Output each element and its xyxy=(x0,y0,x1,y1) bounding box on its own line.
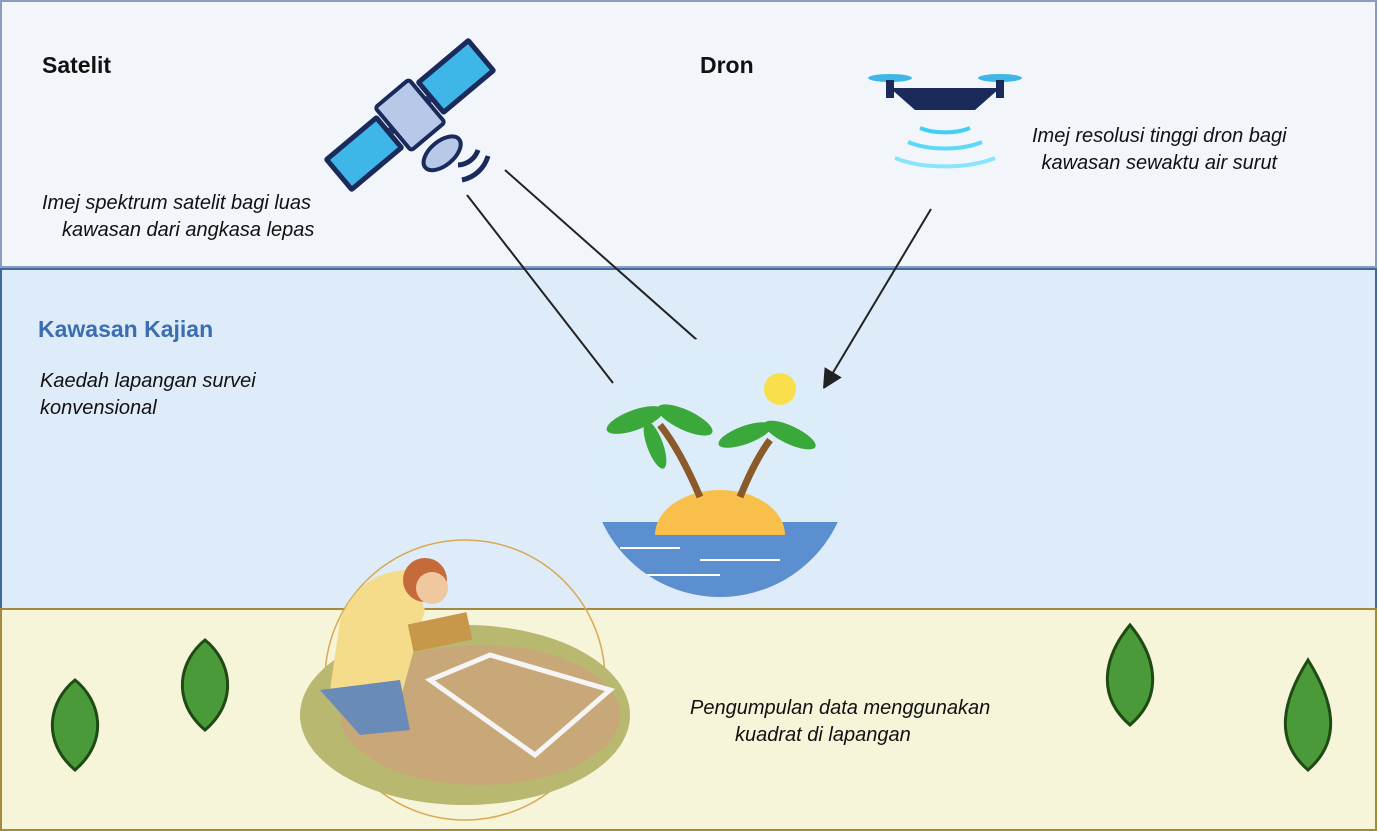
seaweed-icon xyxy=(50,622,1332,772)
island-icon xyxy=(590,337,850,597)
satellite-line-2 xyxy=(504,169,698,341)
satellite-caption-line: Imej spektrum satelit bagi luas xyxy=(42,192,312,214)
study-area-caption-line: Kaedah lapangan survei xyxy=(40,370,256,392)
study-area-caption-line: konvensional xyxy=(40,397,157,419)
satellite-line-1 xyxy=(466,194,614,384)
remote-sensing-band xyxy=(0,0,1377,268)
drone-caption: Imej resolusi tinggi dron bagi kawasan se… xyxy=(1032,123,1287,177)
field-caption-line: Pengumpulan data menggunakan xyxy=(690,697,991,719)
field-caption-line: kuadrat di lapangan xyxy=(735,724,911,746)
drone-caption-line: kawasan sewaktu air surut xyxy=(1041,152,1278,174)
satellite-title: Satelit xyxy=(42,52,112,78)
drone-icon xyxy=(868,74,1022,169)
drone-caption-line: Imej resolusi tinggi dron bagi xyxy=(1032,125,1287,147)
field-caption: Pengumpulan data menggunakan kuadrat di l… xyxy=(690,695,990,749)
study-area-caption: Kaedah lapangan survei konvensional xyxy=(40,368,256,422)
drone-title: Dron xyxy=(700,52,754,78)
field-band xyxy=(0,608,1377,831)
field-survey-illustration xyxy=(300,539,630,821)
study-area-title: Kawasan Kajian xyxy=(38,316,214,342)
satellite-caption: Imej spektrum satelit bagi luas kawasan d… xyxy=(42,190,314,244)
satellite-icon xyxy=(324,38,496,192)
satellite-caption-line: kawasan dari angkasa lepas xyxy=(62,219,315,241)
drone-arrow xyxy=(822,208,932,390)
